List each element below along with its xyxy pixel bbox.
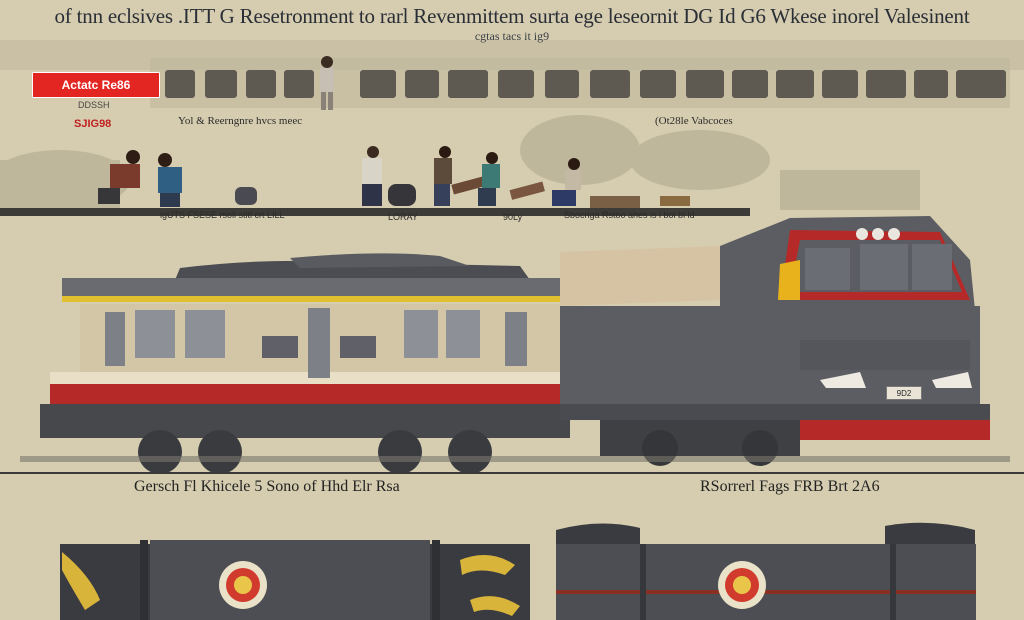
platform-label-left: lgUTS FSESE rsoll stltl crt LILL [160, 210, 285, 220]
headline: of tnn eclsives .ITT G Resetronment to r… [54, 4, 970, 28]
caption-top-right: (Ot28le Vabcoces [655, 115, 733, 127]
caption-top-left: Yol & Reerngnre hvcs meec [178, 115, 303, 127]
platform-edge [0, 208, 750, 216]
locomotive [560, 216, 990, 466]
background-skyline [0, 40, 1024, 210]
passenger-car [40, 253, 570, 474]
badge-code: DDSSH [78, 100, 110, 110]
section-title-right: RSorrerl Fags FRB Brt 2A6 [700, 478, 880, 495]
section-title-left: Gersch Fl Khicele 5 Sono of Hhd Elr Rsa [134, 478, 400, 495]
subheadline: cgtas tacs it ig9 [474, 29, 550, 43]
person-figure [320, 56, 334, 110]
background-blocks [165, 70, 1006, 98]
locomotive-number-plate: 9D2 [886, 386, 922, 400]
platform-label-mid2: 90Ly [503, 212, 523, 222]
bottom-right-car [556, 522, 976, 620]
bottom-left-car [60, 540, 530, 620]
section-divider [0, 472, 1024, 474]
crowd-figures [98, 146, 690, 208]
red-badge: Actatc Re86 [32, 72, 160, 98]
platform-label-mid: LORAY [388, 212, 418, 222]
platform-label-right: Sbocriga Rstoo ahes is i bol bl ld [564, 210, 695, 220]
badge-red-code: SJIG98 [74, 118, 112, 130]
